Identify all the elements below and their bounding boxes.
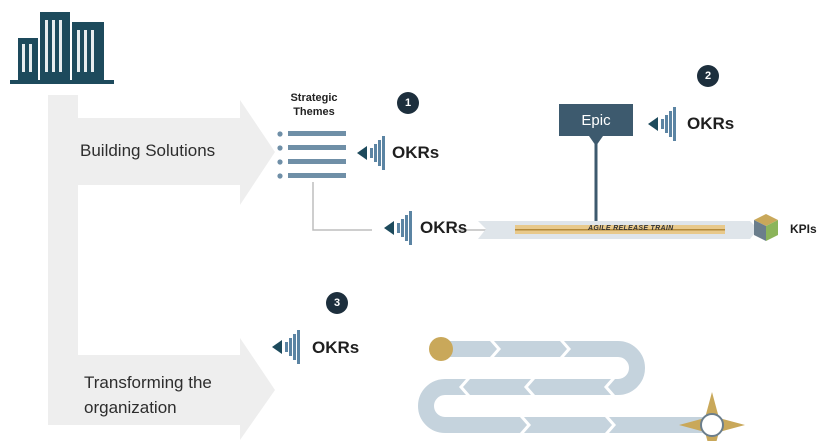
compass-icon [679,392,745,441]
badge-3: 3 [326,292,348,314]
transforming-arrow [48,290,275,440]
okr-label-themes: OKRs [392,143,440,162]
kpi-label: KPIs [790,222,817,236]
themes-connector [312,182,490,231]
building-icon [10,12,114,84]
badge-2: 2 [697,65,719,87]
art-label: AGILE RELEASE TRAIN [588,225,674,232]
okr-arrow-icon [384,211,412,245]
transforming-label-line2: organization [84,398,177,417]
building-solutions-arrow [48,95,275,290]
okr-label-transform: OKRs [312,338,360,357]
list-icon [277,131,346,179]
transforming-label-line1: Transforming the [84,373,212,392]
roadmap [418,337,712,433]
okr-arrow-icon [648,107,676,141]
okr-arrow-icon [272,330,300,364]
agile-release-train [478,221,758,239]
strategic-themes-title: Strategic Themes [274,91,354,119]
strategic-themes-line2: Themes [293,106,335,118]
okr-label-epic: OKRs [687,114,735,133]
epic-box: Epic [559,104,633,136]
strategic-themes-line1: Strategic [290,92,338,104]
building-solutions-label: Building Solutions [80,141,216,160]
okr-arrow-icon [357,136,385,170]
cube-icon [754,214,778,241]
okr-label-art: OKRs [420,218,468,237]
badge-1: 1 [397,92,419,114]
